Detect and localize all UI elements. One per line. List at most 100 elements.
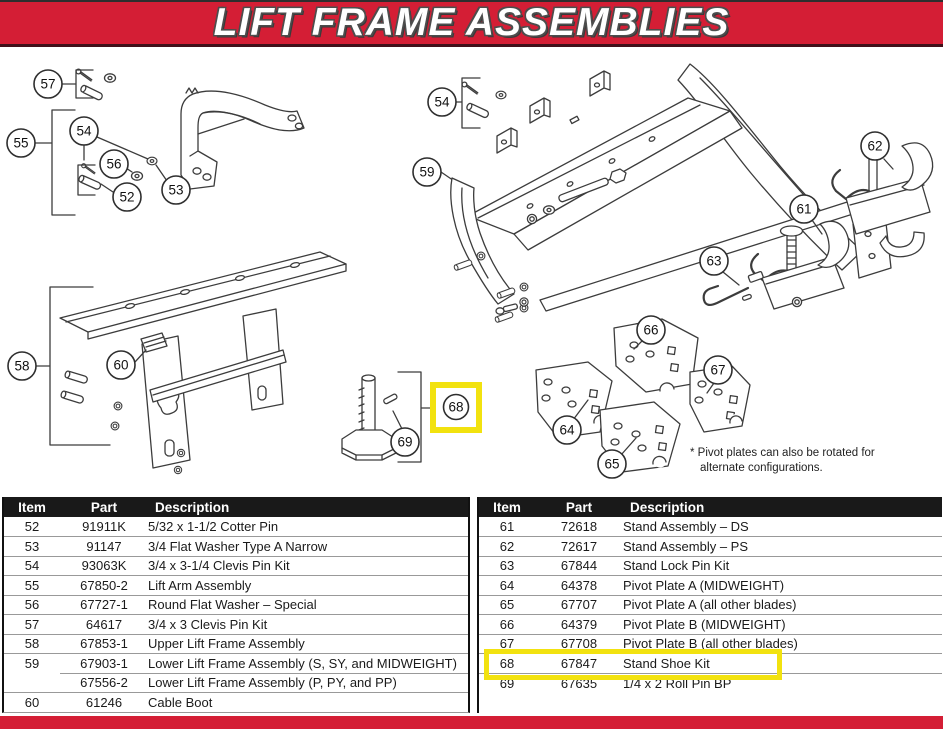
stand-shoe-68-drawing (341, 297, 529, 463)
cell-item: 52 (24, 519, 40, 534)
svg-text:61: 61 (796, 202, 811, 217)
header-item: Item (479, 497, 535, 517)
callout-59: 59 (412, 157, 442, 187)
cell-item: 67 (479, 633, 535, 654)
cell-item: 66 (479, 614, 535, 634)
cell-part: 67844 (535, 555, 623, 576)
diagram-svg: * Pivot plates can also be rotated for a… (6, 63, 934, 479)
cell-part: 64379 (535, 614, 623, 634)
header-description: Description (623, 497, 942, 517)
callout-53: 53 (161, 175, 191, 205)
cell-item: 55 (4, 575, 60, 595)
svg-text:58: 58 (14, 359, 29, 374)
cell-item (4, 673, 60, 693)
svg-text:62: 62 (867, 139, 882, 154)
cell-desc: Pivot Plate A (MIDWEIGHT) (623, 575, 942, 595)
cell-part: 72617 (535, 536, 623, 556)
svg-text:66: 66 (643, 323, 658, 338)
header-description: Description (148, 497, 468, 517)
callout-55: 55 (6, 128, 36, 158)
cell-item: 62 (479, 536, 535, 556)
callout-66: 66 (636, 315, 666, 345)
cell-desc: 3/4 x 3 Clevis Pin Kit (148, 614, 468, 634)
cell-desc: Pivot Plate B (MIDWEIGHT) (623, 614, 942, 634)
callout-58: 58 (7, 351, 37, 381)
cell-desc: 1/4 x 2 Roll Pin BP (623, 672, 942, 693)
cell-desc: Pivot Plate B (all other blades) (623, 633, 942, 654)
svg-text:54: 54 (434, 95, 450, 110)
note-line-1: * Pivot plates can also be rotated for (690, 447, 875, 459)
pivot-plate-note: * Pivot plates can also be rotated for a… (690, 447, 875, 474)
svg-text:56: 56 (106, 157, 121, 172)
cell-desc: Round Flat Washer – Special (148, 594, 468, 615)
svg-text:60: 60 (113, 358, 128, 373)
clevis-pin-kit-57-drawing (61, 68, 117, 102)
upper-lift-frame-58-drawing (35, 251, 347, 475)
cell-part: 67708 (535, 633, 623, 654)
cell-part: 67727-1 (60, 594, 148, 615)
callout-65: 65 (597, 449, 627, 479)
pivot-plates-drawing (535, 318, 751, 473)
roll-pin-69-part (383, 393, 398, 405)
pivot-plate-64-part (535, 361, 613, 439)
svg-text:52: 52 (119, 190, 134, 205)
cell-desc: Lower Lift Frame Assembly (S, SY, and MI… (148, 653, 468, 673)
cell-desc: 5/32 x 1-1/2 Cotter Pin (148, 519, 279, 534)
callout-67: 67 (703, 355, 733, 385)
cell-desc: Stand Lock Pin Kit (623, 555, 942, 576)
callout-56: 56 (99, 149, 129, 179)
callout-69: 69 (390, 427, 420, 457)
callout-62: 62 (860, 131, 890, 161)
cell-part: 93063K (60, 555, 148, 576)
cell-desc: Stand Assembly – PS (623, 536, 942, 556)
cell-item: 60 (4, 692, 60, 712)
callout-54b: 54 (427, 87, 457, 117)
svg-text:65: 65 (604, 457, 619, 472)
cell-desc: Cable Boot (148, 692, 468, 712)
cell-part: 67903-1 (60, 653, 148, 673)
cell-desc: 3/4 x 3-1/4 Clevis Pin Kit (148, 555, 468, 576)
cell-desc: 3/4 Flat Washer Type A Narrow (148, 536, 468, 556)
title-banner: LIFT FRAME ASSEMBLIES (0, 0, 943, 47)
note-line-2: alternate configurations. (700, 462, 823, 474)
svg-text:68: 68 (448, 400, 463, 415)
cell-item: 65 (479, 594, 535, 615)
cell-item: 64 (479, 575, 535, 595)
cell-item: 54 (4, 555, 60, 576)
cell-part: 67850-2 (60, 575, 148, 595)
cell-part: 91147 (60, 536, 148, 556)
cell-part: 67707 (535, 594, 623, 615)
cell-part: 67556-2 (60, 672, 148, 693)
table-header-row: Item Part Description (479, 497, 942, 517)
cell-desc: Stand Shoe Kit (623, 653, 942, 673)
header-part: Part (60, 497, 148, 517)
svg-text:67: 67 (710, 363, 725, 378)
cell-part: 67853-1 (60, 633, 148, 654)
pivot-plate-67-part (689, 365, 751, 433)
cell-desc: Upper Lift Frame Assembly (148, 633, 468, 654)
svg-text:54: 54 (76, 124, 92, 139)
callout-68: 68 (442, 393, 470, 421)
callout-54a: 54 (69, 116, 99, 146)
cell-desc: Lower Lift Frame Assembly (P, PY, and PP… (148, 672, 468, 693)
lift-arm-55-drawing (34, 87, 305, 216)
table-header-row: Item Part Description (4, 497, 468, 517)
svg-text:53: 53 (168, 183, 183, 198)
diagram-highlight-box (430, 382, 482, 433)
svg-text:64: 64 (559, 423, 575, 438)
page-title: LIFT FRAME ASSEMBLIES (213, 1, 730, 44)
